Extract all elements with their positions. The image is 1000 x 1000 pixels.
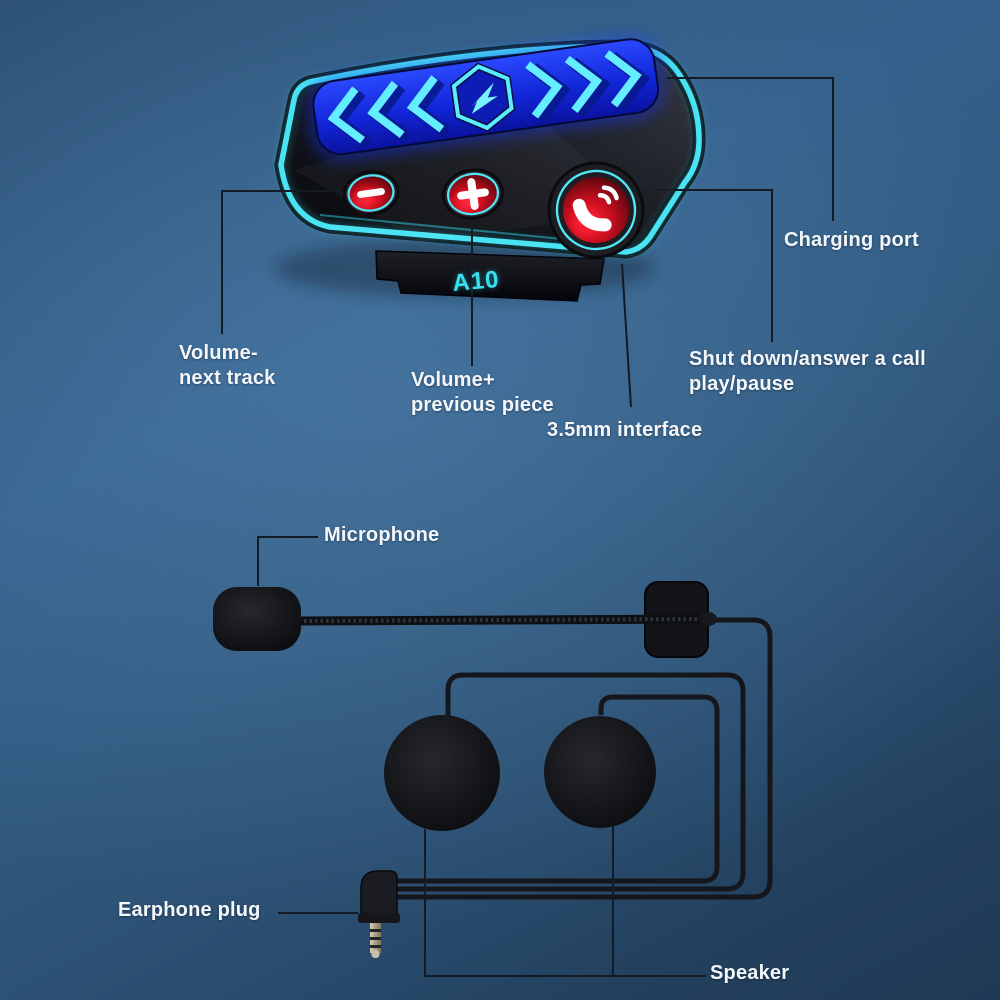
phone-icon xyxy=(572,185,619,232)
wire-clip-to-plug xyxy=(396,617,773,900)
headset-wires xyxy=(396,617,773,900)
label-call-line1: Shut down/answer a call xyxy=(689,348,926,370)
label-speaker: Speaker xyxy=(710,962,790,984)
label-volume-minus-line1: Volume- xyxy=(179,342,258,364)
model-badge: A10 xyxy=(451,266,501,298)
minus-icon xyxy=(357,188,385,198)
chevron-right-icon xyxy=(525,50,651,124)
leader-charging-port xyxy=(667,77,834,221)
leader-speaker xyxy=(424,826,706,977)
leader-volume-minus xyxy=(221,190,341,334)
wire-right-speaker xyxy=(396,694,720,884)
volume-plus-button xyxy=(442,168,504,220)
leader-call-button xyxy=(657,189,773,342)
leader-aux xyxy=(621,263,632,408)
label-earphone-plug: Earphone plug xyxy=(118,899,261,921)
label-volume-minus-line2: next track xyxy=(179,367,276,389)
hexagon-logo-icon xyxy=(450,62,516,132)
led-band xyxy=(307,35,665,161)
leader-microphone xyxy=(257,536,318,586)
mount-clamp xyxy=(375,250,605,302)
microphone-foam xyxy=(213,587,301,651)
speaker-right xyxy=(544,716,656,828)
microphone-boom xyxy=(294,612,717,626)
label-call-function: Shut down/answer a call play/pause xyxy=(689,347,926,397)
label-charging-port: Charging port xyxy=(784,229,919,251)
chevron-left-icon xyxy=(327,75,451,149)
label-volume-plus-line1: Volume+ xyxy=(411,369,495,391)
label-volume-plus: Volume+ previous piece xyxy=(411,368,554,418)
label-call-line2: play/pause xyxy=(689,373,795,395)
wire-left-speaker xyxy=(396,672,746,892)
label-aux-interface: 3.5mm interface xyxy=(547,419,703,441)
leader-lines xyxy=(221,77,834,977)
plus-icon xyxy=(457,178,489,210)
volume-minus-button xyxy=(342,170,400,216)
label-volume-plus-line2: previous piece xyxy=(411,394,554,416)
aux-plug-icon xyxy=(358,870,400,958)
label-microphone: Microphone xyxy=(324,524,440,546)
speaker-left xyxy=(384,715,500,831)
label-volume-minus: Volume- next track xyxy=(179,341,276,391)
call-button xyxy=(547,161,645,259)
